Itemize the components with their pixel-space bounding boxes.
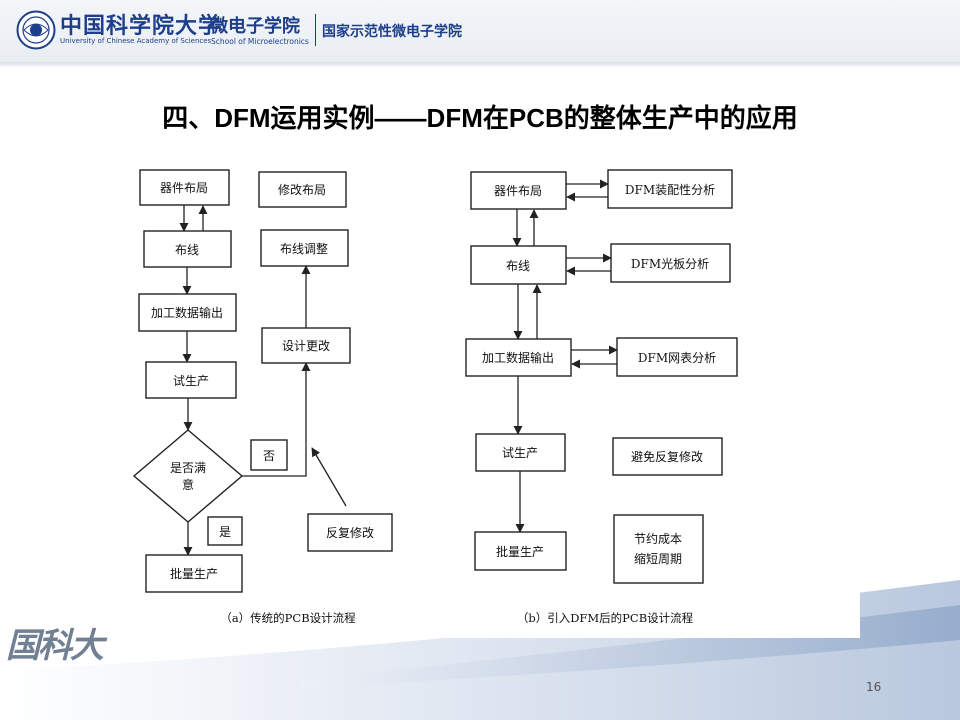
national-school-label: 国家示范性微电子学院	[322, 24, 462, 40]
left-node-decision-label-1: 是否满	[170, 461, 206, 475]
left-node-trial-label: 试生产	[173, 373, 209, 388]
left-node-route-adjust	[260, 229, 349, 267]
right-node-dfm-netlist	[616, 337, 738, 377]
right-node-avoid	[612, 437, 723, 476]
left-node-routing-label: 布线	[175, 243, 199, 257]
school-name-cn: 微电子学院	[210, 16, 300, 37]
left-node-decision-label-2: 意	[182, 477, 194, 492]
left-node-mass	[145, 554, 243, 593]
left-node-placement	[139, 169, 230, 206]
left-node-routing	[143, 230, 232, 268]
left-node-trial	[145, 361, 237, 399]
flowchart-diagram: 器件布局 布线 加工数据输出 试生产 是否满 意 批量生产 设计更改 布线调整 …	[132, 169, 738, 625]
right-node-dfm-assembly	[607, 169, 733, 209]
left-label-no: 否	[263, 449, 275, 463]
right-caption: （b）引入DFM后的PCB设计流程	[517, 611, 694, 625]
left-label-no-box	[250, 439, 288, 471]
university-name-cn: 中国科学院大学	[60, 13, 222, 39]
right-node-routing	[470, 245, 567, 285]
left-node-mass-label: 批量生产	[170, 566, 218, 581]
university-name-en: University of Chinese Academy of Science…	[60, 37, 212, 45]
right-node-routing-label: 布线	[506, 259, 530, 273]
university-seal-icon	[16, 10, 56, 50]
left-caption: （a）传统的PCB设计流程	[220, 611, 356, 625]
flowchart-figure: 器件布局 布线 加工数据输出 试生产 是否满 意 批量生产 设计更改 布线调整 …	[120, 158, 860, 638]
right-node-save-label-2: 缩短周期	[634, 551, 682, 566]
right-node-dfm-netlist-label: DFM网表分析	[638, 351, 716, 365]
left-node-placement-change-label: 修改布局	[278, 182, 326, 197]
left-node-design-change-label: 设计更改	[282, 339, 330, 353]
right-node-save-label-1: 节约成本	[634, 531, 682, 546]
left-label-yes-box	[207, 516, 243, 546]
left-label-yes: 是	[219, 525, 231, 539]
left-node-route-adjust-label: 布线调整	[280, 241, 328, 256]
right-node-placement	[470, 171, 567, 210]
left-node-decision	[132, 429, 244, 523]
right-node-mass-label: 批量生产	[496, 544, 544, 559]
header-shadow	[0, 62, 960, 68]
right-node-data-output-label: 加工数据输出	[482, 350, 554, 365]
watermark-logo: 国科大	[6, 626, 104, 666]
right-node-avoid-label: 避免反复修改	[631, 449, 703, 464]
left-node-design-change	[261, 327, 351, 364]
right-node-dfm-board	[610, 243, 731, 283]
right-node-placement-label: 器件布局	[494, 184, 542, 198]
school-name-en: School of Microelectronics	[211, 37, 309, 46]
page-number: 16	[866, 680, 882, 694]
right-node-trial-label: 试生产	[502, 445, 538, 460]
header-divider	[315, 14, 316, 46]
left-node-placement-change	[258, 171, 347, 208]
right-node-dfm-board-label: DFM光板分析	[631, 257, 709, 271]
slide-title: 四、DFM运用实例——DFM在PCB的整体生产中的应用	[162, 103, 798, 133]
left-arrow-repeat	[311, 447, 347, 507]
right-node-save	[613, 514, 704, 584]
left-node-repeat-label: 反复修改	[326, 525, 374, 540]
right-node-data-output	[465, 338, 572, 377]
left-node-data-output-label: 加工数据输出	[151, 305, 223, 320]
header-banner: 中国科学院大学 University of Chinese Academy of…	[0, 0, 960, 62]
left-node-data-output	[138, 293, 237, 332]
left-arrow-decision-no	[242, 362, 311, 477]
left-node-placement-label: 器件布局	[160, 181, 208, 195]
right-node-dfm-assembly-label: DFM装配性分析	[625, 183, 715, 197]
left-node-repeat	[307, 513, 393, 552]
